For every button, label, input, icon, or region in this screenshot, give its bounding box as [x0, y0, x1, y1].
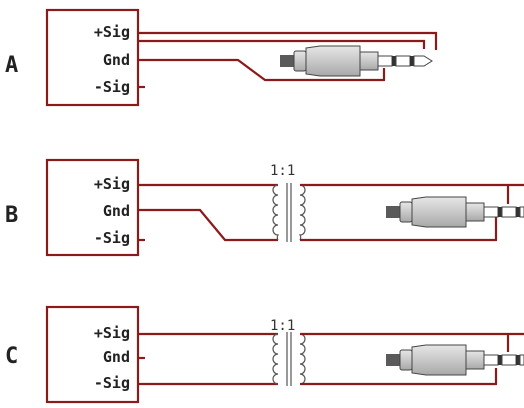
pin-label-plus-sig-b: +Sig: [94, 175, 130, 193]
audio-plug-c: [386, 344, 524, 376]
section-c: C +Sig Gnd -Sig 1:1: [5, 305, 524, 404]
pin-label-minus-sig-a: -Sig: [94, 78, 130, 96]
section-a: A +Sig Gnd -Sig: [5, 8, 438, 107]
section-label-c: C: [5, 344, 18, 369]
transformer-ratio-c: 1:1: [270, 318, 295, 334]
section-label-a: A: [5, 53, 18, 78]
pin-label-gnd-b: Gnd: [103, 202, 130, 220]
terminal-box-c: [45, 305, 140, 404]
transformer-ratio-b: 1:1: [270, 163, 295, 179]
wire-plus-sig-a: [138, 31, 438, 50]
pin-label-plus-sig-a: +Sig: [94, 23, 130, 41]
section-b: B +Sig Gnd -Sig 1:1: [5, 158, 524, 257]
wire-gnd-a: [138, 58, 386, 82]
transformer-b: [272, 183, 306, 242]
wire-tip-a: [138, 39, 426, 49]
audio-plug-a: [280, 45, 433, 77]
audio-plug-b: [386, 196, 524, 228]
plug-cable-a: [280, 55, 296, 67]
section-label-b: B: [5, 203, 18, 228]
pin-label-plus-sig-c: +Sig: [94, 324, 130, 342]
terminal-box-a: [45, 8, 140, 107]
pin-label-gnd-c: Gnd: [103, 348, 130, 366]
transformer-c: [272, 332, 306, 386]
wire-secondary-bottom-c: [300, 368, 498, 386]
wire-gnd-b: [138, 208, 278, 242]
terminal-box-b: [45, 158, 140, 257]
pin-label-gnd-a: Gnd: [103, 51, 130, 69]
pin-label-minus-sig-c: -Sig: [94, 374, 130, 392]
wire-secondary-bottom-b: [300, 216, 498, 242]
pin-label-minus-sig-b: -Sig: [94, 229, 130, 247]
